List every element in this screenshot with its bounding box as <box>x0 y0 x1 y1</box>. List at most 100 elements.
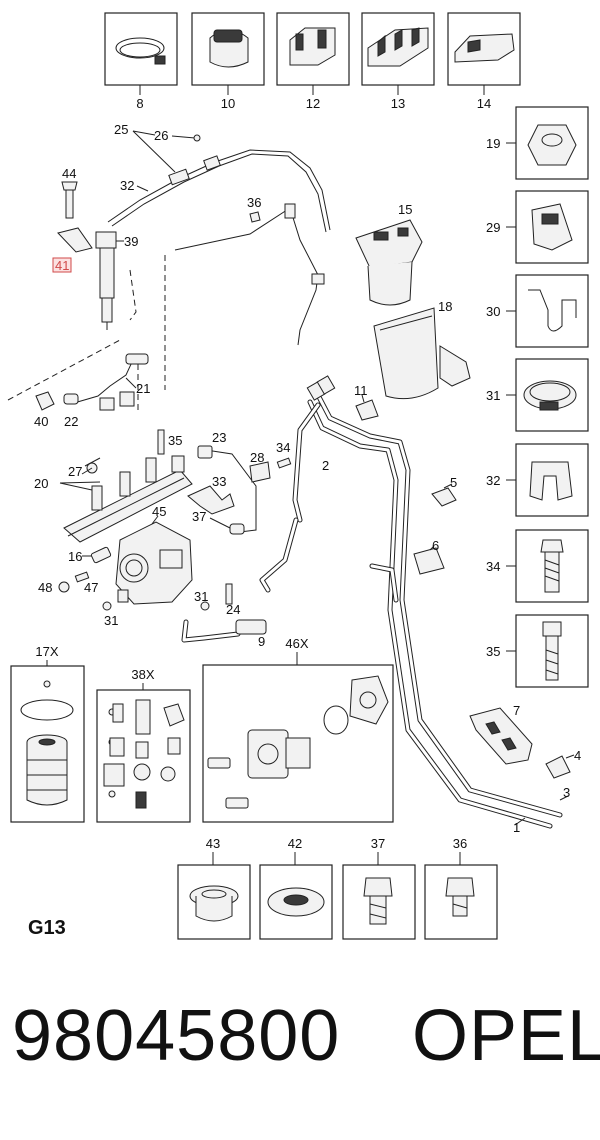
bolt-31-pump[interactable]: 31 <box>102 601 118 628</box>
callout-28: 28 <box>250 450 264 465</box>
kit-46X[interactable]: 46X <box>202 636 394 823</box>
part-box-10[interactable]: 10 <box>191 12 265 111</box>
kit-17X[interactable]: 17X <box>10 644 85 823</box>
high-pressure-line-23[interactable]: 23 <box>197 430 257 533</box>
high-pressure-pump[interactable]: 45 <box>115 504 193 605</box>
section-code: G13 <box>28 917 66 939</box>
clip-6[interactable]: 6 <box>413 538 445 575</box>
clip-11[interactable]: 11 <box>354 383 379 421</box>
part-box-30[interactable]: 30 <box>486 274 589 348</box>
fuel-rail[interactable]: 20 27 35 <box>34 429 193 543</box>
callout-29: 29 <box>486 220 500 235</box>
callout-32: 32 <box>486 473 500 488</box>
hose-9[interactable]: 9 <box>181 517 399 649</box>
callout-44: 44 <box>62 166 76 181</box>
callout-32-upper: 32 <box>120 178 134 193</box>
fuel-return-line <box>107 149 331 346</box>
fuel-filter-head[interactable]: 15 <box>355 202 423 306</box>
callout-17X: 17X <box>35 644 58 659</box>
clip-4[interactable]: 4 <box>545 748 581 779</box>
part-box-32[interactable]: 32 <box>486 443 589 517</box>
callout-33: 33 <box>212 474 226 489</box>
callout-27: 27 <box>68 464 82 479</box>
callout-42: 42 <box>288 836 302 851</box>
callout-31-lower: 31 <box>194 589 208 604</box>
callout-19: 19 <box>486 136 500 151</box>
callout-46X: 46X <box>285 636 308 651</box>
sensor-16[interactable]: 16 <box>68 546 112 564</box>
part-box-36[interactable]: 36 <box>424 836 498 940</box>
callout-6: 6 <box>432 538 439 553</box>
highlight-41 <box>52 257 72 273</box>
callout-39: 39 <box>124 234 138 249</box>
part-box-37[interactable]: 37 <box>342 836 416 940</box>
part-box-12[interactable]: 12 <box>276 12 350 111</box>
callout-40: 40 <box>34 414 48 429</box>
callout-43: 43 <box>206 836 220 851</box>
part-box-14[interactable]: 14 <box>447 12 521 111</box>
callout-36-box: 36 <box>453 836 467 851</box>
callout-8: 8 <box>136 96 143 111</box>
callout-5: 5 <box>450 475 457 490</box>
part-box-43[interactable]: 43 <box>177 836 251 940</box>
callout-11: 11 <box>354 383 368 398</box>
part-box-13[interactable]: 13 <box>361 12 435 111</box>
parts-47-48[interactable]: 48 47 <box>38 571 98 595</box>
callout-13: 13 <box>391 96 405 111</box>
brand-name: OPEL <box>412 996 600 1076</box>
part-box-34[interactable]: 34 <box>486 529 589 603</box>
part-40[interactable]: 40 <box>34 391 79 429</box>
harness-21-22[interactable]: 21 22 <box>64 353 150 429</box>
callout-45: 45 <box>152 504 166 519</box>
callout-7: 7 <box>513 703 520 718</box>
injector-assembly[interactable]: 41 44 39 <box>52 166 138 330</box>
callout-34: 34 <box>486 559 500 574</box>
callout-21: 21 <box>136 381 150 396</box>
callout-1: 1 <box>513 820 520 835</box>
callout-26: 26 <box>154 128 168 143</box>
part-number: 98045800 <box>12 996 341 1076</box>
callout-35: 35 <box>486 644 500 659</box>
bracket-33[interactable]: 33 <box>187 474 235 515</box>
kit-38X[interactable]: 38X <box>96 667 191 823</box>
part-box-42[interactable]: 42 <box>259 836 333 940</box>
callout-38X: 38X <box>131 667 154 682</box>
callout-12: 12 <box>306 96 320 111</box>
callout-16: 16 <box>68 549 82 564</box>
part-box-35[interactable]: 35 <box>486 614 589 688</box>
callout-18: 18 <box>438 299 452 314</box>
bolt-34[interactable]: 34 <box>276 440 292 469</box>
callout-25: 25 <box>114 122 128 137</box>
part-box-31[interactable]: 31 <box>486 358 589 432</box>
callout-15: 15 <box>398 202 412 217</box>
part-box-19[interactable]: 19 <box>486 106 589 180</box>
callout-36-clip: 36 <box>247 195 261 223</box>
bracket-7[interactable]: 7 <box>469 703 533 765</box>
callout-24: 24 <box>226 602 240 617</box>
callout-4: 4 <box>574 748 581 763</box>
callout-31-pump: 31 <box>104 613 118 628</box>
part-28[interactable]: 28 <box>249 450 271 483</box>
callout-32-clip: 32 <box>120 178 149 193</box>
fuel-filter-bracket[interactable]: 18 <box>373 299 471 400</box>
callout-37-box: 37 <box>371 836 385 851</box>
part-box-29[interactable]: 29 <box>486 190 589 264</box>
bolts-31-24[interactable]: 31 24 <box>194 583 240 617</box>
fuel-feed-lines[interactable]: 2 1 3 <box>292 375 570 835</box>
callout-36-upper: 36 <box>247 195 261 210</box>
callout-30: 30 <box>486 304 500 319</box>
callout-2: 2 <box>322 458 329 473</box>
part-box-8[interactable]: 8 <box>104 12 178 111</box>
callout-3: 3 <box>563 785 570 800</box>
callout-37: 37 <box>192 509 206 524</box>
fitting-37[interactable]: 37 <box>192 509 245 535</box>
callout-31: 31 <box>486 388 500 403</box>
callout-23: 23 <box>212 430 226 445</box>
callout-9: 9 <box>258 634 265 649</box>
callout-41: 41 <box>55 258 69 273</box>
callout-14: 14 <box>477 96 491 111</box>
clip-5[interactable]: 5 <box>431 475 457 507</box>
callout-47: 47 <box>84 580 98 595</box>
callout-10: 10 <box>221 96 235 111</box>
